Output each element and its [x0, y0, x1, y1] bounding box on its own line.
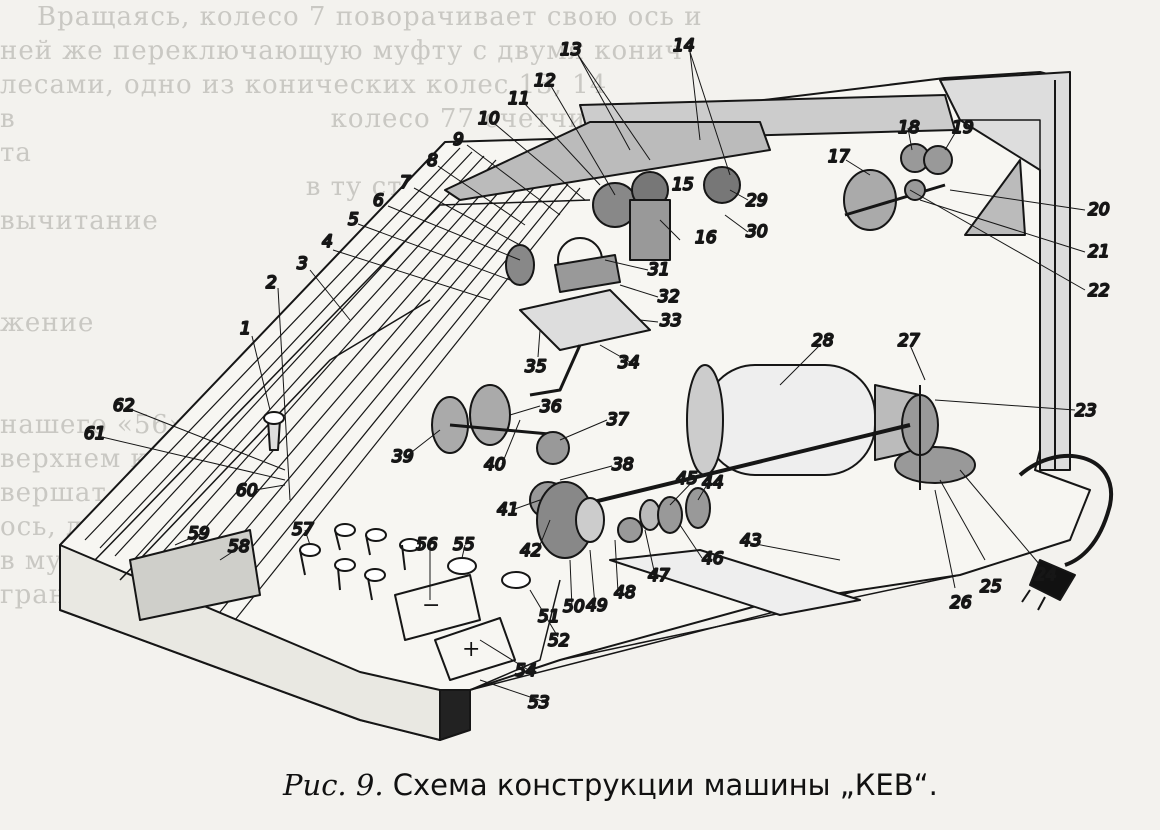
label-52: 52 — [548, 631, 570, 651]
label-16: 16 — [695, 228, 717, 248]
label-28: 28 — [812, 331, 834, 351]
label-7: 7 — [400, 173, 411, 193]
label-31: 31 — [648, 260, 670, 280]
label-18: 18 — [898, 118, 920, 138]
label-55: 55 — [453, 535, 475, 555]
label-49: 49 — [586, 596, 608, 616]
label-29: 29 — [746, 191, 768, 211]
bleed-through-line: та — [0, 138, 32, 168]
label-10: 10 — [478, 109, 500, 129]
label-15: 15 — [672, 175, 694, 195]
label-44: 44 — [702, 473, 724, 493]
label-58: 58 — [228, 537, 250, 557]
label-42: 42 — [520, 541, 542, 561]
label-32: 32 — [658, 287, 680, 307]
label-41: 41 — [497, 500, 519, 520]
label-45: 45 — [676, 469, 698, 489]
label-54: 54 — [515, 661, 537, 681]
label-9: 9 — [453, 130, 464, 150]
minus-key-plate — [394, 574, 481, 641]
label-13: 13 — [560, 40, 582, 60]
figure-caption: Рис. 9. Схема конструкции машины „КЕВ“. — [283, 768, 938, 802]
power-cord — [1018, 453, 1114, 611]
label-22: 22 — [1088, 281, 1110, 301]
label-1: 1 — [240, 319, 251, 339]
label-35: 35 — [525, 357, 547, 377]
label-62: 62 — [113, 396, 135, 416]
label-5: 5 — [348, 210, 359, 230]
label-59: 59 — [188, 524, 210, 544]
part-number-labels: 1 2 3 4 5 6 7 8 9 10 11 12 13 14 15 16 1… — [83, 35, 1111, 714]
label-3: 3 — [297, 254, 308, 274]
minus-sign: − — [422, 593, 440, 618]
label-26: 26 — [950, 593, 972, 613]
label-4: 4 — [322, 232, 333, 252]
bleed-through-line: лесами, одно из конических колес 13, 14 — [0, 70, 608, 100]
label-60: 60 — [236, 481, 258, 501]
label-11: 11 — [508, 89, 530, 109]
plus-key-plate — [434, 617, 516, 681]
plus-sign: + — [462, 637, 480, 662]
keyboard-plate-hatch — [84, 147, 581, 621]
label-47: 47 — [648, 566, 670, 586]
keb-machine-diagram: − + — [59, 35, 1114, 741]
label-56: 56 — [416, 535, 438, 555]
machine-side-wall — [444, 71, 1071, 471]
label-33: 33 — [660, 311, 682, 331]
keyboard-keys: − + — [129, 411, 531, 681]
label-38: 38 — [612, 455, 634, 475]
label-43: 43 — [740, 531, 762, 551]
label-46: 46 — [702, 549, 724, 569]
label-8: 8 — [427, 151, 438, 171]
label-14: 14 — [673, 36, 695, 56]
label-19: 19 — [952, 118, 974, 138]
electric-motor — [539, 364, 976, 616]
label-20: 20 — [1088, 200, 1110, 220]
label-27: 27 — [898, 331, 920, 351]
label-61: 61 — [84, 424, 106, 444]
label-48: 48 — [614, 583, 636, 603]
label-34: 34 — [618, 353, 640, 373]
caption-figure-number: Рис. 9. — [283, 768, 384, 802]
label-53: 53 — [528, 693, 550, 713]
label-21: 21 — [1088, 242, 1110, 262]
label-2: 2 — [266, 273, 277, 293]
bleed-through-line: Вращаясь, колесо 7 поворачивает свою ось… — [0, 2, 703, 32]
label-12: 12 — [534, 71, 556, 91]
label-37: 37 — [607, 410, 629, 430]
label-23: 23 — [1075, 401, 1097, 421]
label-24: 24 — [1035, 565, 1057, 585]
label-51: 51 — [538, 607, 560, 627]
label-17: 17 — [828, 147, 850, 167]
leader-lines — [101, 51, 1086, 703]
label-30: 30 — [746, 222, 768, 242]
bleed-through-line: ней же переключающую муфту с двумя конич — [0, 36, 683, 66]
label-57: 57 — [292, 520, 314, 540]
label-6: 6 — [373, 191, 384, 211]
label-25: 25 — [980, 577, 1002, 597]
gear-train — [431, 384, 711, 691]
label-40: 40 — [484, 455, 506, 475]
label-50: 50 — [563, 597, 585, 617]
label-36: 36 — [540, 397, 562, 417]
caption-title: Схема конструкции машины „КЕВ“. — [392, 768, 938, 802]
label-39: 39 — [392, 447, 414, 467]
